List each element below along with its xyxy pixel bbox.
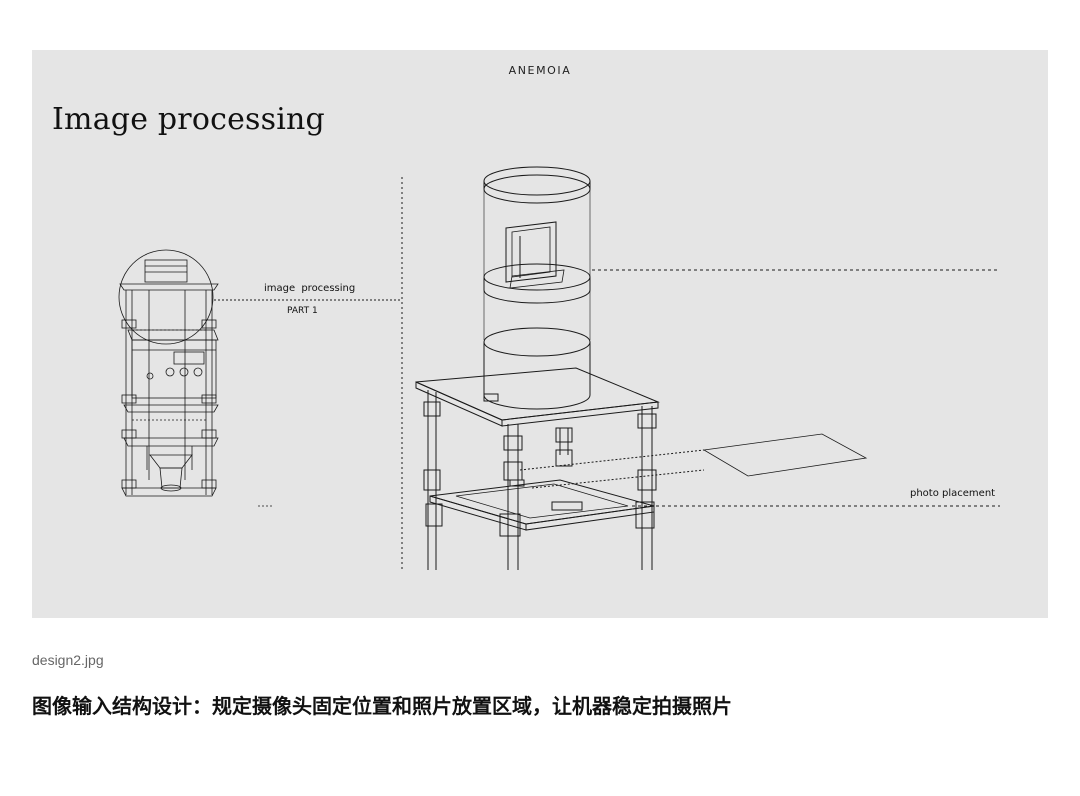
detail-machine <box>415 166 660 570</box>
overview-machine <box>118 249 272 507</box>
file-name: design2.jpg <box>32 652 104 668</box>
technical-drawing <box>118 166 1000 570</box>
label-photo-placement: photo placement <box>910 488 996 499</box>
brand-label: ANEMOIA <box>508 64 572 77</box>
detail-circle <box>118 249 214 345</box>
label-image-processing: image processing <box>264 283 356 294</box>
label-part: PART 1 <box>287 306 318 316</box>
image-caption: 图像输入结构设计：规定摄像头固定位置和照片放置区域，让机器稳定拍摄照片 <box>32 694 732 718</box>
design-figure: ANEMOIA Image processing <box>32 50 1048 618</box>
photo-area <box>702 433 868 477</box>
figure-title: Image processing <box>52 102 325 137</box>
